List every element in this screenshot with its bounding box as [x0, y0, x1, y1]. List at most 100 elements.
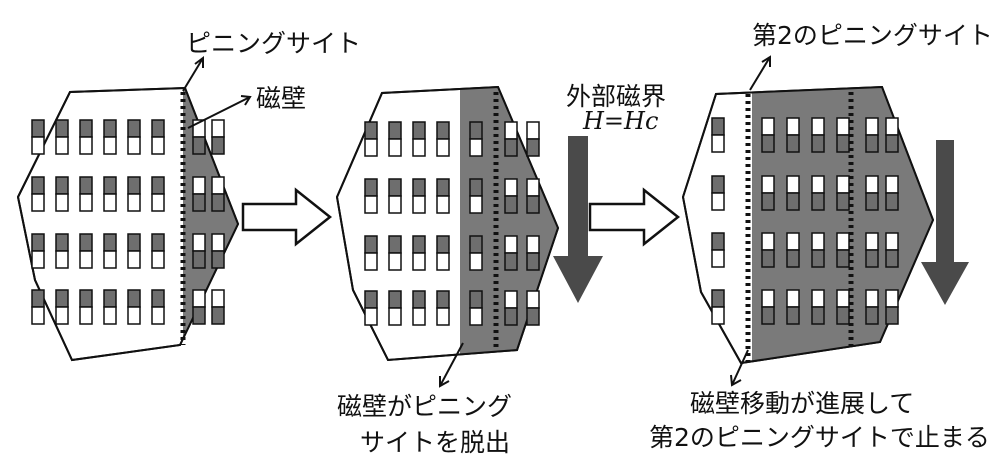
cell-bottom	[436, 252, 450, 271]
cell-bottom	[211, 250, 225, 269]
cell-top	[865, 117, 879, 136]
cell-top	[504, 290, 518, 309]
label-field-condition: H=Hc	[583, 107, 659, 135]
cell-bottom	[711, 192, 725, 211]
cell-grid	[711, 117, 899, 325]
cell-bottom	[865, 134, 879, 153]
cell-bottom	[127, 250, 141, 269]
cell-top	[786, 117, 800, 136]
cell-top	[412, 290, 426, 309]
cell-bottom	[192, 136, 206, 155]
cell-bottom	[885, 306, 899, 325]
cell-bottom	[151, 193, 165, 212]
cell-bottom	[364, 138, 378, 157]
label-pinning-site: ピニングサイト	[186, 29, 362, 58]
label-second-pinning-site: 第2のピニングサイト	[752, 21, 993, 50]
cell-bottom	[211, 306, 225, 325]
cell-bottom	[127, 193, 141, 212]
cell-bottom	[103, 193, 117, 212]
cell-bottom	[469, 307, 483, 326]
cell-top	[31, 176, 45, 195]
cell-bottom	[151, 136, 165, 155]
cell-bottom	[388, 138, 402, 157]
cell-bottom	[836, 134, 850, 153]
cell-bottom	[786, 249, 800, 268]
cell-top	[504, 235, 518, 254]
cell-top	[79, 289, 93, 308]
cell-top	[761, 175, 775, 194]
cell-bottom	[811, 134, 825, 153]
cell-bottom	[55, 136, 69, 155]
cell-grid	[31, 119, 225, 325]
transition-arrow-2	[588, 187, 681, 247]
cell-bottom	[55, 250, 69, 269]
cell-top	[103, 176, 117, 195]
cell-bottom	[526, 307, 540, 326]
cell-top	[364, 121, 378, 140]
cell-top	[885, 175, 899, 194]
cell-bottom	[811, 249, 825, 268]
cell-top	[364, 290, 378, 309]
cell-top	[211, 176, 225, 195]
cell-top	[211, 289, 225, 308]
cell-top	[469, 290, 483, 309]
cell-top	[526, 178, 540, 197]
cell-top	[469, 178, 483, 197]
cell-bottom	[55, 306, 69, 325]
cell-bottom	[885, 249, 899, 268]
cell-top	[127, 289, 141, 308]
cell-top	[436, 290, 450, 309]
cell-top	[786, 175, 800, 194]
cell-bottom	[31, 250, 45, 269]
cell-bottom	[469, 252, 483, 271]
cell-top	[836, 289, 850, 308]
cell-top	[31, 119, 45, 138]
cell-top	[504, 178, 518, 197]
cell-top	[711, 232, 725, 251]
cell-bottom	[79, 136, 93, 155]
cell-bottom	[504, 307, 518, 326]
cell-bottom	[786, 134, 800, 153]
cell-top	[127, 233, 141, 252]
cell-bottom	[388, 307, 402, 326]
cell-top	[151, 233, 165, 252]
cell-top	[469, 121, 483, 140]
cell-top	[364, 178, 378, 197]
cell-bottom	[79, 306, 93, 325]
cell-bottom	[711, 306, 725, 325]
cell-bottom	[885, 192, 899, 211]
cell-top	[412, 235, 426, 254]
state-second-pinned	[681, 85, 935, 365]
cell-top	[811, 175, 825, 194]
cell-bottom	[436, 307, 450, 326]
cell-bottom	[192, 306, 206, 325]
cell-bottom	[364, 252, 378, 271]
cell-bottom	[412, 307, 426, 326]
cell-top	[436, 178, 450, 197]
cell-bottom	[761, 134, 775, 153]
cell-top	[836, 117, 850, 136]
cell-bottom	[469, 195, 483, 214]
cell-top	[761, 117, 775, 136]
cell-top	[79, 119, 93, 138]
cell-bottom	[31, 306, 45, 325]
cell-bottom	[761, 306, 775, 325]
cell-top	[388, 121, 402, 140]
state-depinned	[335, 85, 560, 362]
cell-bottom	[436, 138, 450, 157]
cell-top	[811, 289, 825, 308]
cell-bottom	[31, 193, 45, 212]
cell-top	[211, 119, 225, 138]
cell-top	[151, 119, 165, 138]
cell-top	[388, 178, 402, 197]
field-arrow-2	[921, 140, 969, 305]
cell-bottom	[103, 136, 117, 155]
cell-bottom	[103, 250, 117, 269]
cell-top	[811, 117, 825, 136]
cell-bottom	[31, 136, 45, 155]
cell-bottom	[865, 192, 879, 211]
cell-top	[711, 175, 725, 194]
cell-top	[504, 121, 518, 140]
cell-top	[192, 233, 206, 252]
cell-top	[865, 232, 879, 251]
